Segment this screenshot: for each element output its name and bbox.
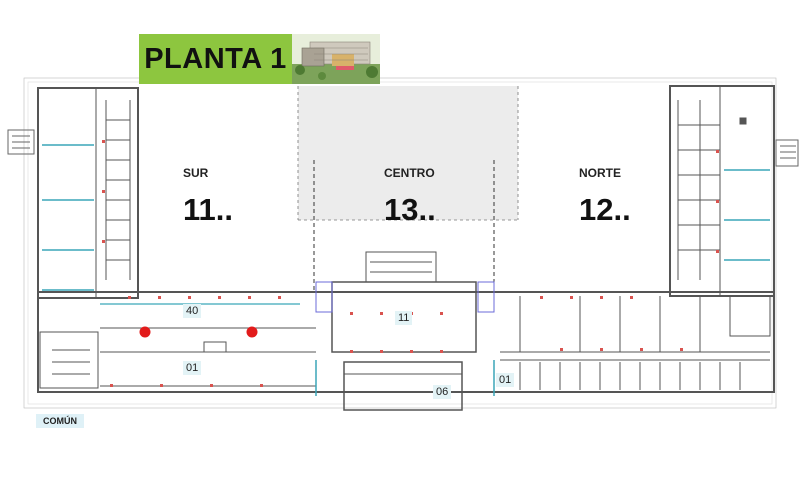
zone-label-norte: NORTE	[579, 166, 621, 180]
marker-dot-right	[246, 326, 258, 338]
room-tag-11: 11	[395, 311, 413, 325]
norte-wing	[669, 85, 775, 297]
main-horizontal-block	[37, 251, 775, 411]
zone-number-sur: 11..	[183, 192, 233, 227]
marker-dot-left	[139, 326, 151, 338]
room-tag-01-norte: 01	[496, 373, 515, 387]
zone-label-sur: SUR	[183, 166, 209, 180]
column-markers	[102, 140, 719, 387]
zone-label-centro: CENTRO	[384, 166, 435, 180]
floor-title: PLANTA 1	[139, 34, 292, 84]
building-thumbnail	[292, 34, 380, 84]
sur-wing	[37, 87, 139, 299]
room-tag-01-sur: 01	[183, 361, 202, 375]
centro-courtyard	[298, 86, 518, 220]
common-legend-badge: COMÚN	[36, 414, 84, 428]
zone-number-centro: 13..	[384, 192, 436, 227]
room-tag-06: 06	[433, 385, 452, 399]
zone-number-norte: 12..	[579, 192, 631, 227]
room-tag-40: 40	[183, 304, 202, 318]
floor-title-text: PLANTA 1	[144, 42, 287, 75]
